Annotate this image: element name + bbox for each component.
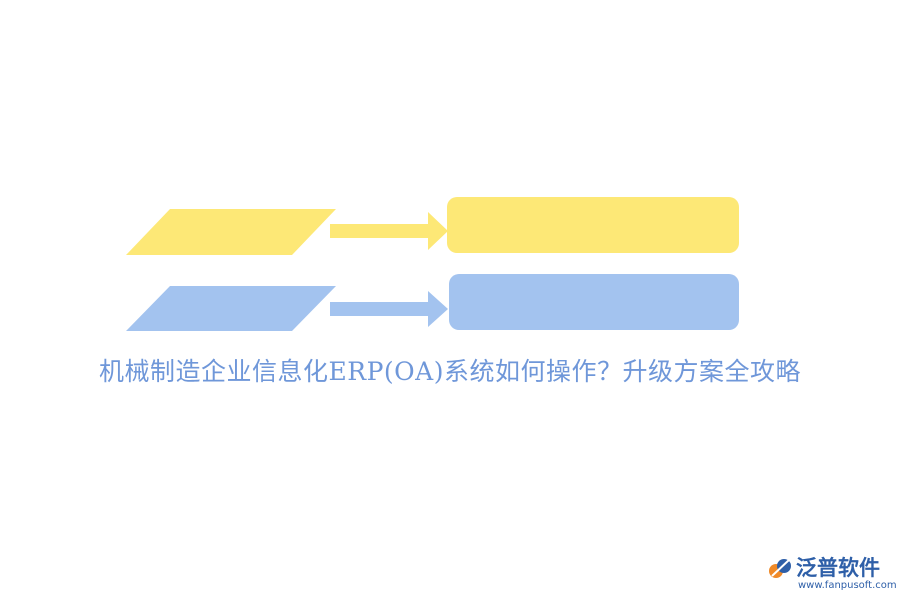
page-title: 机械制造企业信息化ERP(OA)系统如何操作？升级方案全攻略 xyxy=(99,357,801,386)
blue-parallelogram xyxy=(126,286,336,331)
yellow-arrow xyxy=(330,212,448,250)
blue-arrow xyxy=(330,291,448,327)
blue-rounded-box xyxy=(449,274,739,330)
logo-url: www.fanpusoft.com xyxy=(798,580,897,591)
yellow-rounded-box xyxy=(447,197,739,253)
logo-name: 泛普软件 xyxy=(796,556,880,580)
fanpu-logo: 泛普软件 www.fanpusoft.com xyxy=(768,552,897,598)
yellow-parallelogram xyxy=(126,209,336,255)
logo-mark-icon xyxy=(769,558,791,578)
